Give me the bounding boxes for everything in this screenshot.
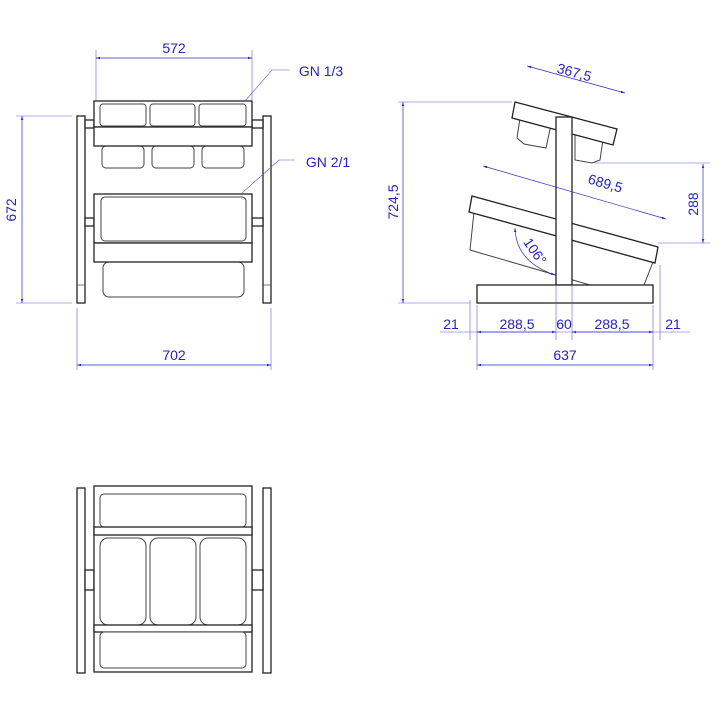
top-view <box>76 485 272 674</box>
dim-base-4: 21 <box>665 316 681 332</box>
dim-base-3: 288,5 <box>594 316 629 332</box>
dim-base-0: 21 <box>443 316 459 332</box>
label-gn-2-1: GN 2/1 <box>306 154 351 170</box>
side-view: 724,5 288 367,5 689,5 106° 21 288,5 60 2… <box>385 60 710 370</box>
right-leg-top <box>262 487 272 674</box>
dim-637: 637 <box>553 347 577 363</box>
label-gn-1-3: GN 1/3 <box>299 63 344 79</box>
left-leg-top <box>76 487 86 674</box>
dim-702: 702 <box>162 347 186 363</box>
dim-base-2: 60 <box>556 316 572 332</box>
dim-572: 572 <box>162 40 186 56</box>
bottom-tray <box>93 193 253 298</box>
base <box>476 284 654 304</box>
dim-689-5: 689,5 <box>586 171 624 196</box>
dim-724-5: 724,5 <box>385 184 401 219</box>
dim-367-5: 367,5 <box>555 60 593 85</box>
dim-base-1: 288,5 <box>499 316 534 332</box>
dim-672: 672 <box>3 198 19 222</box>
right-leg <box>262 115 272 304</box>
left-leg <box>76 115 86 304</box>
top-tray <box>93 100 253 169</box>
dim-288: 288 <box>685 192 701 216</box>
center-post <box>555 116 573 286</box>
front-view: 572 GN 1/3 GN 2/1 672 702 <box>3 40 350 370</box>
